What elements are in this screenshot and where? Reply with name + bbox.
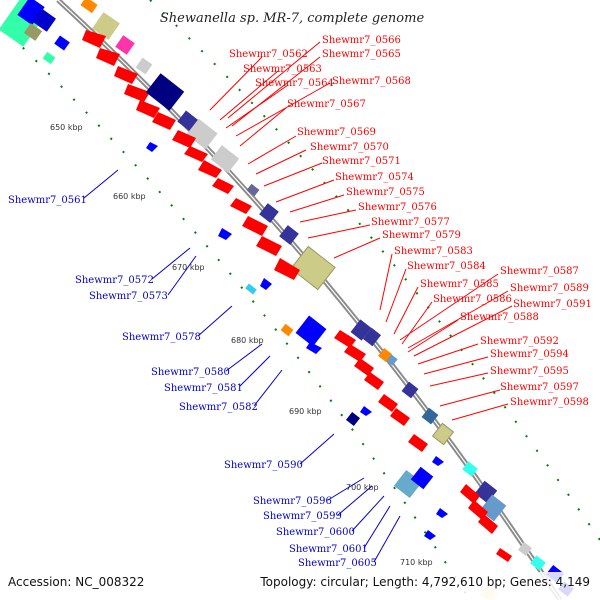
- gene-label[interactable]: Shewmr7_0590: [224, 460, 303, 471]
- gene-label[interactable]: Shewmr7_0598: [510, 397, 589, 408]
- gene-label[interactable]: Shewmr7_0565: [322, 49, 401, 60]
- gene-label[interactable]: Shewmr7_0568: [332, 76, 411, 87]
- minus-strand-features: [146, 142, 448, 540]
- plus-gene-labels: Shewmr7_0566 Shewmr7_0562 Shewmr7_0565 S…: [229, 35, 592, 408]
- gene-label[interactable]: Shewmr7_0601: [289, 544, 368, 555]
- gene-label[interactable]: Shewmr7_0571: [322, 156, 401, 167]
- gene-label[interactable]: Shewmr7_0567: [287, 99, 366, 110]
- plus-leader-lines: [209, 41, 513, 421]
- topology-text: Topology: circular; Length: 4,792,610 bp…: [259, 575, 590, 589]
- gene-label[interactable]: Shewmr7_0576: [358, 202, 437, 213]
- gene-label[interactable]: Shewmr7_0585: [420, 279, 499, 290]
- outer-tick-track: [149, 0, 600, 541]
- gene-label[interactable]: Shewmr7_0589: [510, 283, 589, 294]
- gene-label[interactable]: Shewmr7_0564: [255, 78, 334, 89]
- tick-label-710: 710 kbp: [400, 558, 433, 567]
- minus-leader-lines: [83, 169, 401, 563]
- gene-label[interactable]: Shewmr7_0584: [407, 261, 486, 272]
- gene-label[interactable]: Shewmr7_0579: [382, 230, 461, 241]
- gene-label[interactable]: Shewmr7_0591: [513, 299, 592, 310]
- gene-label[interactable]: Shewmr7_0581: [164, 383, 243, 394]
- gene-label[interactable]: Shewmr7_0586: [433, 294, 512, 305]
- gene-label[interactable]: Shewmr7_0599: [263, 511, 342, 522]
- tick-label-700: 700 kbp: [346, 483, 379, 492]
- gene-label[interactable]: Shewmr7_0587: [500, 266, 579, 277]
- gene-label[interactable]: Shewmr7_0566: [322, 35, 401, 46]
- gene-label[interactable]: Shewmr7_0577: [371, 217, 450, 228]
- top-left-features: [0, 0, 153, 75]
- gene-label[interactable]: Shewmr7_0574: [335, 172, 414, 183]
- gene-label[interactable]: Shewmr7_0582: [179, 402, 258, 413]
- gene-label[interactable]: Shewmr7_0573: [89, 291, 168, 302]
- gene-label[interactable]: Shewmr7_0572: [75, 275, 154, 286]
- gene-label[interactable]: Shewmr7_0594: [490, 349, 569, 360]
- gene-label[interactable]: Shewmr7_0605: [298, 558, 377, 569]
- plus-strand-features: [82, 30, 574, 600]
- gene-label[interactable]: Shewmr7_0563: [243, 64, 322, 75]
- gene-label[interactable]: Shewmr7_0597: [500, 382, 579, 393]
- tick-label-680: 680 kbp: [231, 336, 264, 345]
- footer-background: [0, 572, 600, 600]
- gene-label[interactable]: Shewmr7_0595: [490, 366, 569, 377]
- gene-label[interactable]: Shewmr7_0588: [460, 312, 539, 323]
- tick-label-660: 660 kbp: [113, 192, 146, 201]
- gene-label[interactable]: Shewmr7_0580: [151, 367, 230, 378]
- gene-label[interactable]: Shewmr7_0561: [8, 195, 87, 206]
- gene-label[interactable]: Shewmr7_0569: [297, 127, 376, 138]
- tick-label-690: 690 kbp: [289, 407, 322, 416]
- tick-label-650: 650 kbp: [50, 123, 83, 132]
- gene-label[interactable]: Shewmr7_0570: [310, 142, 389, 153]
- gene-label[interactable]: Shewmr7_0578: [122, 332, 201, 343]
- minus-gene-labels: Shewmr7_0561 Shewmr7_0572 Shewmr7_0573 S…: [8, 195, 377, 569]
- gene-label[interactable]: Shewmr7_0562: [229, 49, 308, 60]
- accession-text: Accession: NC_008322: [8, 575, 144, 589]
- gene-label[interactable]: Shewmr7_0596: [253, 496, 332, 507]
- gene-label[interactable]: Shewmr7_0592: [480, 336, 559, 347]
- gene-label[interactable]: Shewmr7_0600: [276, 527, 355, 538]
- map-title: Shewanella sp. MR-7, complete genome: [160, 11, 425, 26]
- gene-label[interactable]: Shewmr7_0583: [394, 246, 473, 257]
- gene-label[interactable]: Shewmr7_0575: [346, 187, 425, 198]
